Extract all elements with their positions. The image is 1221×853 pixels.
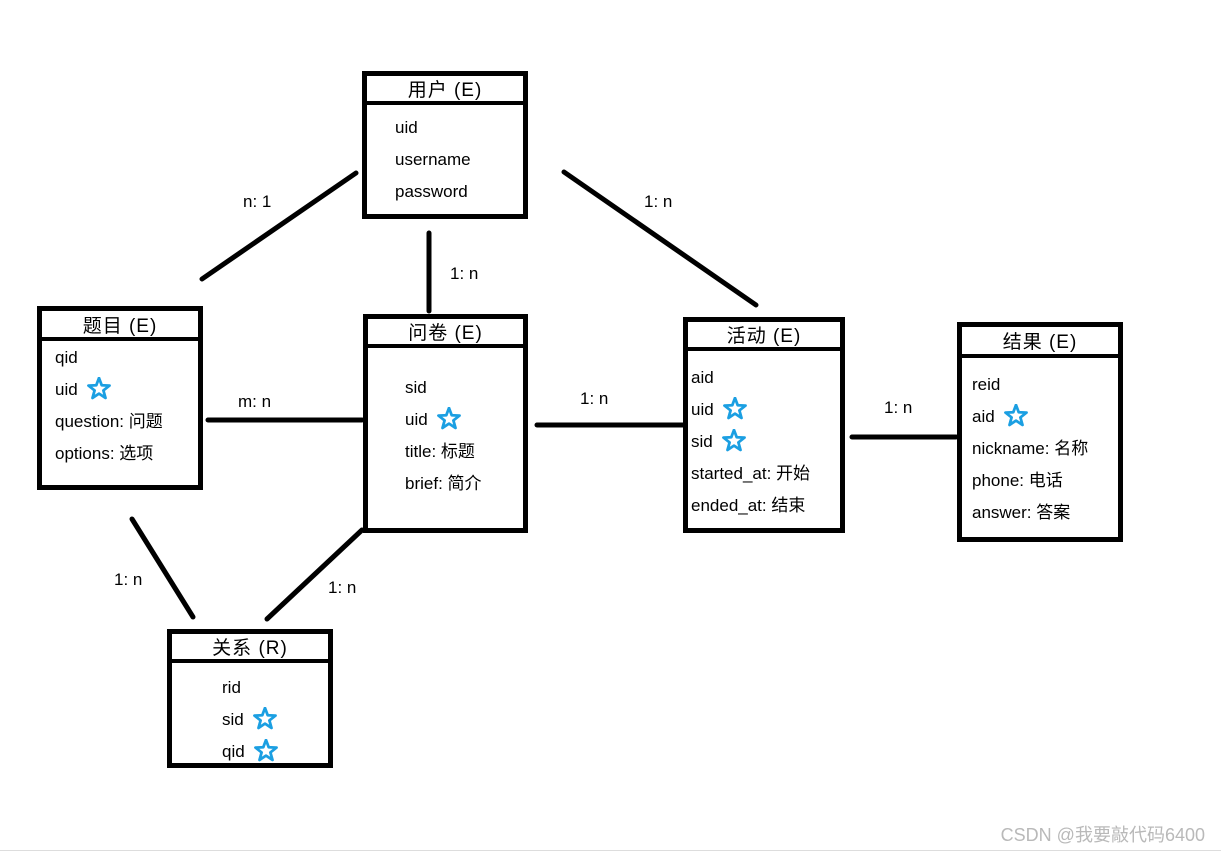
star-icon (436, 407, 461, 430)
cardinality-label-user-survey: 1: n (450, 264, 479, 283)
entity-user: 用户 (E) uid username password (362, 71, 528, 219)
attribute-name: title: 标题 (405, 442, 475, 461)
entity-question: 题目 (E) qid uid question: 问题 options: 选项 (37, 306, 203, 490)
attribute-row: title: 标题 (405, 436, 523, 468)
attribute-name: nickname: 名称 (972, 439, 1089, 458)
attribute-row: nickname: 名称 (972, 433, 1118, 465)
entity-activity-title: 活动 (E) (688, 322, 840, 351)
attribute-name: reid (972, 375, 1001, 394)
attribute-name: sid (222, 710, 244, 729)
entity-relation-title: 关系 (R) (172, 634, 328, 663)
star-icon (86, 377, 111, 400)
line-question-user (199, 170, 359, 282)
entity-relation: 关系 (R) rid sid qid (167, 629, 333, 768)
attribute-row: password (395, 176, 523, 208)
attribute-row: uid (691, 394, 840, 426)
cardinality-label-question-user: n: 1 (243, 192, 272, 211)
attribute-row: uid (55, 374, 198, 406)
attribute-row: question: 问题 (55, 406, 198, 438)
attribute-name: sid (405, 378, 427, 397)
attribute-name: uid (691, 400, 714, 419)
entity-survey-attributes: sid uid title: 标题 brief: 简介 (368, 348, 523, 500)
attribute-name: uid (405, 410, 428, 429)
attribute-row: answer: 答案 (972, 497, 1118, 529)
attribute-name: password (395, 182, 468, 201)
entity-relation-attributes: rid sid qid (172, 663, 328, 768)
attribute-row: ended_at: 结束 (691, 490, 840, 522)
cardinality-label-activity-result: 1: n (884, 398, 913, 417)
star-icon (253, 739, 278, 762)
entity-result: 结果 (E) reid aid nickname: 名称 phone: 电话 a… (957, 322, 1123, 542)
line-survey-relation (264, 527, 365, 622)
attribute-name: qid (55, 348, 78, 367)
attribute-name: brief: 简介 (405, 474, 482, 493)
attribute-name: sid (691, 432, 713, 451)
attribute-name: phone: 电话 (972, 471, 1063, 490)
attribute-name: uid (55, 380, 78, 399)
entity-survey-title: 问卷 (E) (368, 319, 523, 348)
star-icon (721, 429, 746, 452)
attribute-name: options: 选项 (55, 444, 154, 463)
cardinality-label-question-relation: 1: n (114, 570, 143, 589)
attribute-name: username (395, 150, 471, 169)
attribute-name: aid (972, 407, 995, 426)
attribute-row: rid (222, 672, 328, 704)
entity-user-title: 用户 (E) (367, 76, 523, 105)
attribute-row: aid (691, 362, 840, 394)
star-icon (252, 707, 277, 730)
cardinality-label-question-survey: m: n (238, 392, 272, 411)
entity-survey: 问卷 (E) sid uid title: 标题 brief: 简介 (363, 314, 528, 533)
attribute-row: username (395, 144, 523, 176)
entity-question-title: 题目 (E) (42, 311, 198, 341)
attribute-row: uid (395, 112, 523, 144)
attribute-row: qid (222, 736, 328, 768)
attribute-name: answer: 答案 (972, 503, 1071, 522)
attribute-row: started_at: 开始 (691, 458, 840, 490)
attribute-row: brief: 简介 (405, 468, 523, 500)
entity-result-title: 结果 (E) (962, 327, 1118, 358)
csdn-watermark: CSDN @我要敲代码6400 (1000, 825, 1205, 845)
cardinality-label-survey-relation: 1: n (328, 578, 357, 597)
star-icon (722, 397, 747, 420)
bottom-divider-line (0, 850, 1221, 851)
cardinality-label-user-activity: 1: n (644, 192, 673, 211)
attribute-name: ended_at: 结束 (691, 496, 806, 515)
star-icon (1003, 404, 1028, 427)
attribute-row: uid (405, 404, 523, 436)
attribute-row: sid (405, 372, 523, 404)
entity-question-attributes: qid uid question: 问题 options: 选项 (42, 341, 198, 470)
attribute-row: sid (691, 426, 840, 458)
attribute-name: uid (395, 118, 418, 137)
attribute-name: question: 问题 (55, 412, 163, 431)
line-user-activity (561, 169, 759, 308)
attribute-row: qid (55, 342, 198, 374)
entity-result-attributes: reid aid nickname: 名称 phone: 电话 answer: … (962, 358, 1118, 529)
line-question-relation (129, 516, 196, 620)
attribute-row: reid (972, 369, 1118, 401)
cardinality-label-survey-activity: 1: n (580, 389, 609, 408)
entity-activity-attributes: aid uid sid started_at: 开始 ended_at: 结束 (688, 351, 840, 522)
entity-user-attributes: uid username password (367, 105, 523, 208)
attribute-row: options: 选项 (55, 438, 198, 470)
attribute-row: sid (222, 704, 328, 736)
entity-activity: 活动 (E) aid uid sid started_at: 开始 ended_… (683, 317, 845, 533)
attribute-name: aid (691, 368, 714, 387)
attribute-name: started_at: 开始 (691, 464, 811, 483)
attribute-name: qid (222, 742, 245, 761)
attribute-row: phone: 电话 (972, 465, 1118, 497)
attribute-name: rid (222, 678, 241, 697)
attribute-row: aid (972, 401, 1118, 433)
